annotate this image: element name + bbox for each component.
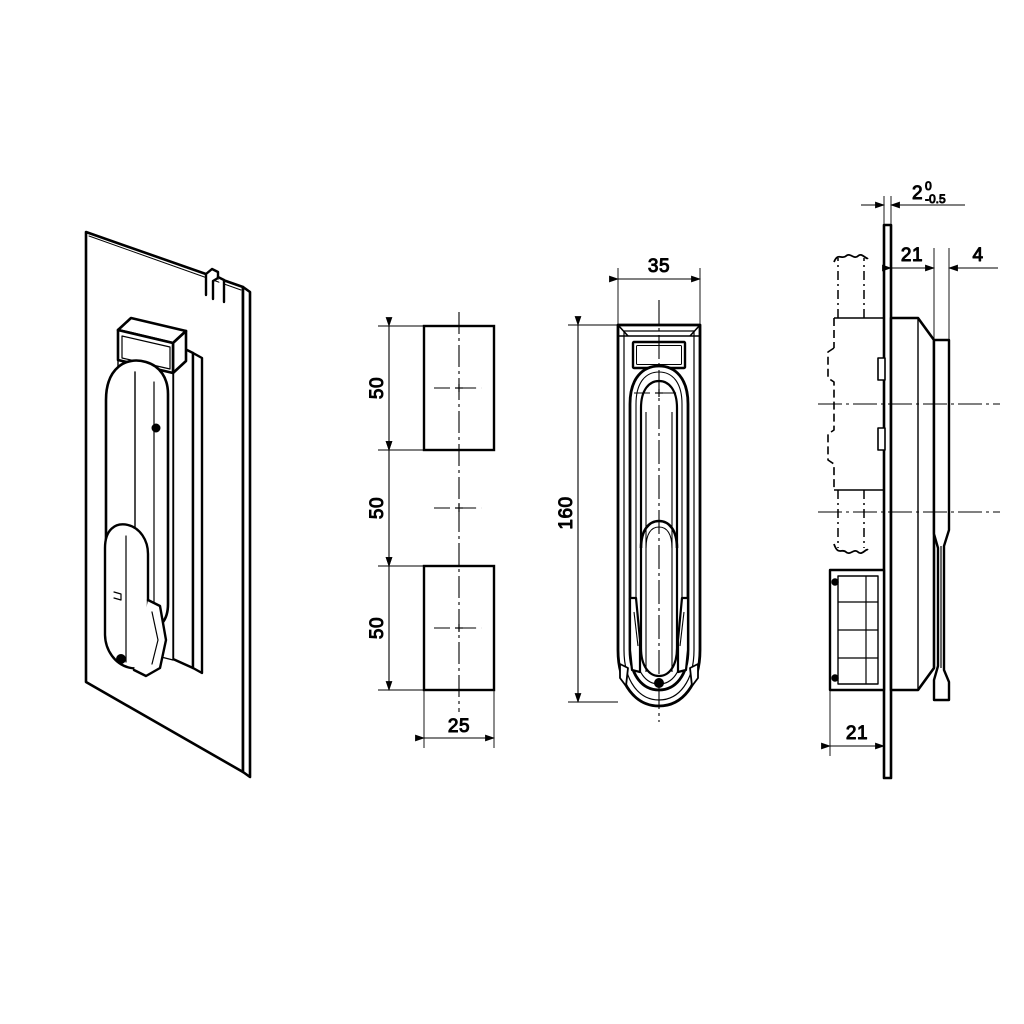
dim-label-4: 4 xyxy=(972,245,983,266)
side-escutcheon-body xyxy=(889,316,936,692)
cutout-center-crosses xyxy=(455,384,463,632)
front-elevation-view: 35 160 xyxy=(556,256,702,722)
side-lock-screw-top xyxy=(831,578,839,586)
side-break-symbol-top xyxy=(833,253,869,263)
dim-label-2: 2 xyxy=(912,183,923,204)
handle-pivot-pin xyxy=(116,654,126,664)
side-break-symbol-bottom xyxy=(833,543,869,555)
side-lock-screw-bottom xyxy=(831,674,839,682)
handle-upper-pin xyxy=(151,423,161,433)
escutcheon-bottom-feet xyxy=(619,663,699,687)
dim-label-50-bottom: 50 xyxy=(367,617,388,639)
side-thickness-extension-lines xyxy=(883,196,892,225)
panel-plate-edge xyxy=(241,285,252,779)
side-handle-lever xyxy=(932,338,951,702)
panel-plate-inner-line xyxy=(88,235,242,291)
escutcheon-right-slab-edge xyxy=(191,351,204,675)
isometric-assembly-view xyxy=(84,230,252,779)
panel-latch-tab xyxy=(204,267,226,304)
dim-label-21-top: 21 xyxy=(901,245,923,266)
side-rear-lugs xyxy=(877,357,886,451)
handle-trigger-tail-seam xyxy=(151,611,159,665)
dim-label-tol-lower: -0.5 xyxy=(925,192,946,206)
dim-label-21-bottom: 21 xyxy=(846,723,868,744)
dim-label-35: 35 xyxy=(648,256,670,277)
dim-label-50-top: 50 xyxy=(367,377,388,399)
dim-label-25: 25 xyxy=(448,716,470,737)
side-section-view: 2 0 -0.5 21 4 21 xyxy=(818,179,1000,780)
handle-trigger-tail xyxy=(132,598,168,678)
handle-bottom-rib-seams xyxy=(633,611,685,647)
side-projection-extension-lines xyxy=(890,248,950,340)
escutcheon-notch xyxy=(113,591,122,601)
handle-pocket-seams xyxy=(645,412,673,672)
handle-bottom-ribs xyxy=(628,596,690,674)
dim-label-160: 160 xyxy=(556,496,577,529)
side-hidden-body-edges xyxy=(827,317,884,491)
side-lock-mechanism-ribs xyxy=(838,576,878,684)
front-view-center-cross xyxy=(655,389,663,397)
escutcheon-right-slab xyxy=(171,341,195,670)
dim-label-50-middle: 50 xyxy=(367,497,388,519)
dim-label-tol-upper: 0 xyxy=(925,179,932,193)
panel-cutout-view: 50 50 50 25 xyxy=(367,312,496,748)
